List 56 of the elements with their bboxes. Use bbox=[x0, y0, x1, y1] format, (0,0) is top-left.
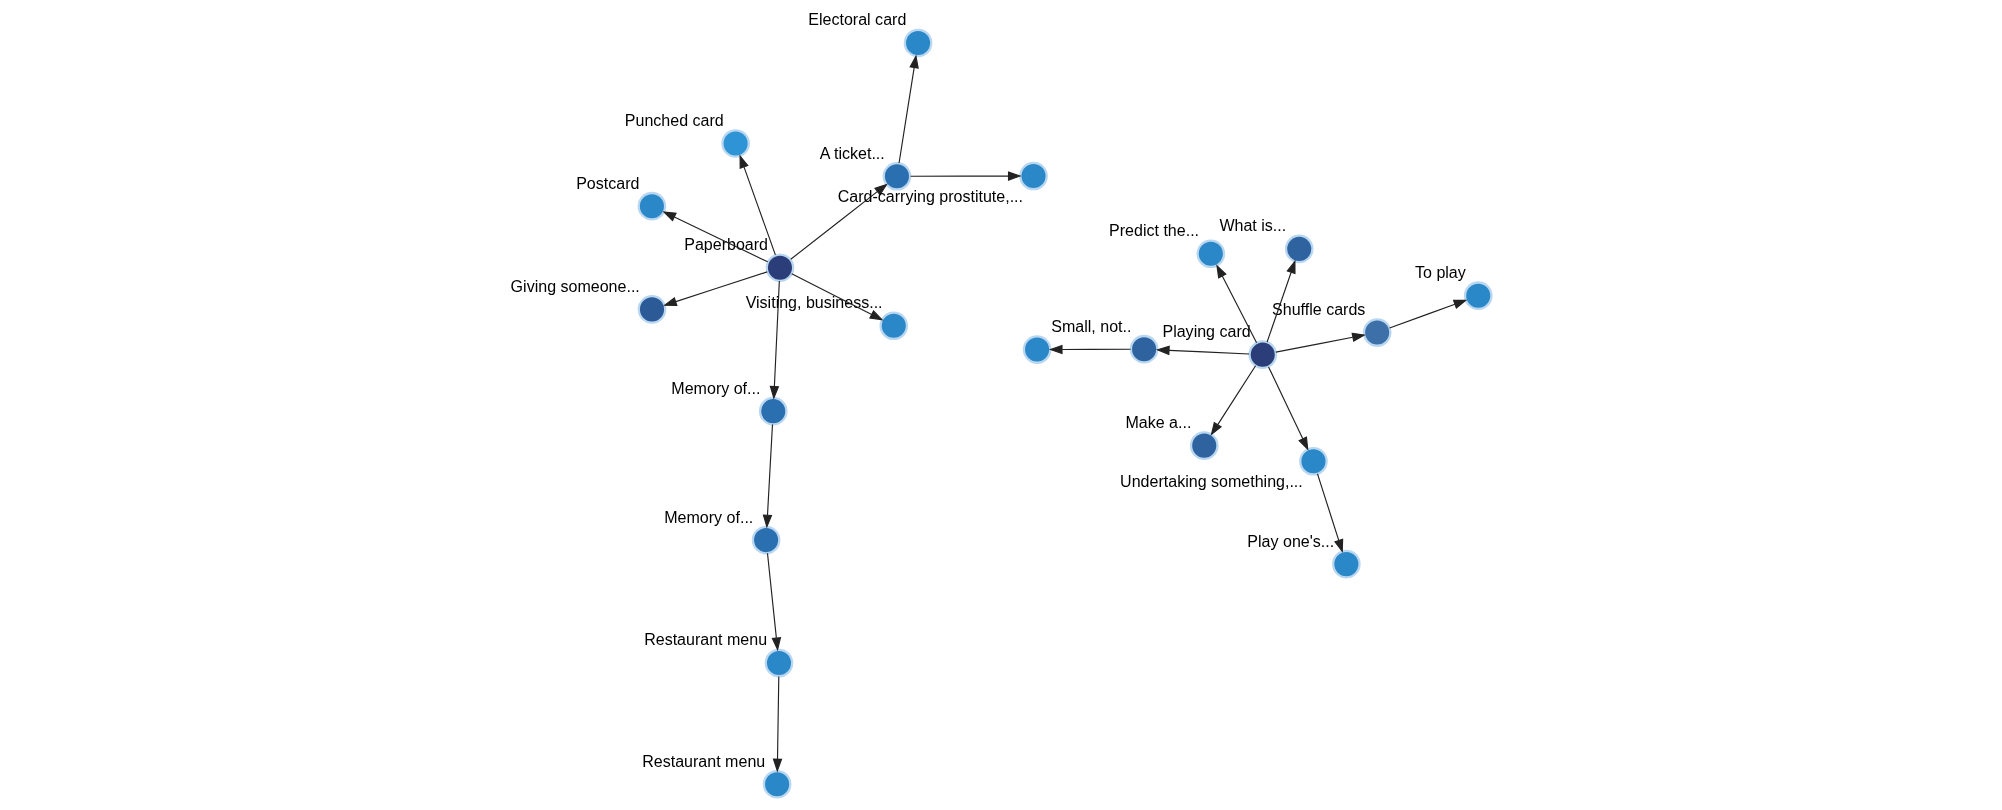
node-circle bbox=[1018, 161, 1048, 191]
node-circle bbox=[903, 28, 932, 58]
node-label: Memory of... bbox=[670, 378, 760, 397]
node-circle bbox=[764, 648, 793, 678]
node-label: Small, not.. bbox=[1050, 316, 1131, 335]
arrow bbox=[1267, 366, 1308, 451]
arrow bbox=[909, 171, 1022, 181]
node-label: Predict the... bbox=[1108, 221, 1199, 240]
node-label: Make a... bbox=[1124, 413, 1191, 432]
node-label: Postcard bbox=[575, 173, 639, 192]
node-label: Play one's... bbox=[1246, 531, 1334, 550]
arrow bbox=[1388, 299, 1467, 329]
node-circle bbox=[882, 161, 911, 191]
arrow bbox=[762, 423, 773, 529]
node-label: A ticket... bbox=[819, 143, 885, 162]
node-label: Giving someone... bbox=[510, 276, 640, 295]
node-circle bbox=[720, 129, 750, 158]
arrow bbox=[1316, 473, 1343, 554]
node-circle bbox=[751, 525, 780, 555]
node-label: Electoral card bbox=[807, 10, 906, 29]
arrow bbox=[1274, 332, 1366, 353]
node-label: To play bbox=[1414, 263, 1466, 282]
arrow bbox=[1215, 264, 1257, 344]
node-circle bbox=[1362, 318, 1391, 347]
node-circle bbox=[1298, 446, 1328, 476]
arrow bbox=[739, 154, 776, 256]
node-circle bbox=[1463, 281, 1493, 310]
node-circle bbox=[637, 191, 666, 221]
node-circle bbox=[1331, 549, 1361, 579]
arrow bbox=[898, 54, 919, 164]
node-circle bbox=[762, 769, 791, 799]
node-label: Playing card bbox=[1161, 322, 1251, 341]
node-label: Punched card bbox=[624, 110, 724, 129]
node-label: Undertaking something,... bbox=[1119, 472, 1303, 491]
arrow bbox=[772, 675, 782, 773]
arrow bbox=[766, 552, 781, 652]
node-circle bbox=[878, 311, 908, 341]
node-label: Memory of... bbox=[663, 507, 753, 526]
node-circle bbox=[1129, 334, 1158, 364]
arrow bbox=[769, 280, 780, 400]
node-circle bbox=[637, 295, 666, 324]
node-circle bbox=[1022, 335, 1051, 364]
node-circle bbox=[1247, 340, 1277, 369]
node-label: Restaurant menu bbox=[643, 630, 767, 649]
node-label: Restaurant menu bbox=[641, 751, 765, 770]
node-circle bbox=[1189, 431, 1219, 460]
node-circle bbox=[758, 396, 788, 426]
node-circle bbox=[1196, 239, 1225, 269]
arrow bbox=[1266, 259, 1296, 343]
node-circle bbox=[1284, 234, 1314, 264]
arrow bbox=[662, 271, 768, 307]
arrow bbox=[1210, 365, 1256, 436]
node-circle bbox=[765, 253, 794, 283]
node-label: What is... bbox=[1218, 216, 1286, 235]
arrow bbox=[1048, 344, 1131, 355]
arrow bbox=[1155, 345, 1250, 356]
